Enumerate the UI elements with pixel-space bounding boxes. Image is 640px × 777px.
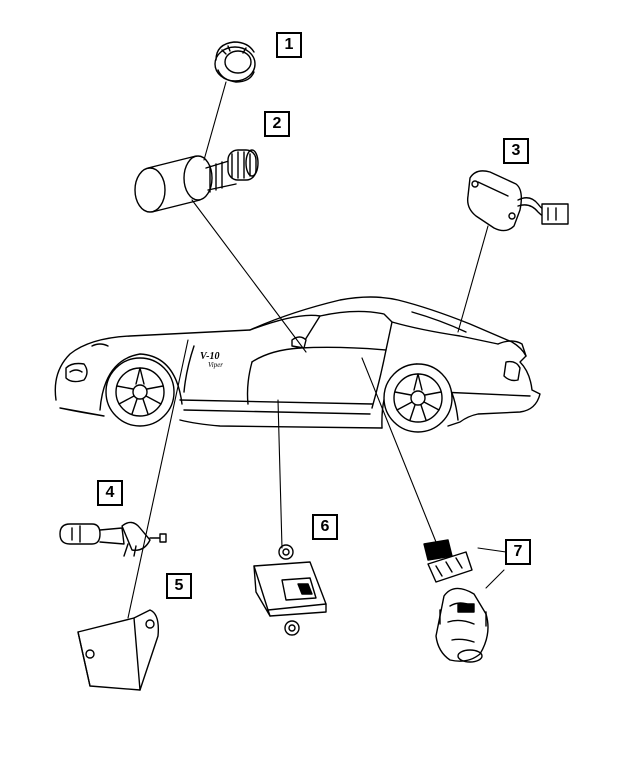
callout-1: 1 [276, 32, 302, 58]
part-2-lock-cylinder [134, 149, 259, 213]
part-1-bezel-ring [214, 41, 256, 83]
part-3-module [466, 170, 569, 232]
callout-5: 5 [166, 573, 192, 599]
part-4-lamp-socket [59, 521, 167, 557]
callout-6: 6 [312, 514, 338, 540]
leader-lines [127, 81, 507, 619]
part-6-switch [253, 544, 327, 636]
car-badge-line1: V-10 [200, 351, 220, 362]
rear-wheel [381, 363, 459, 433]
callout-2: 2 [264, 111, 290, 137]
part-5-bracket [77, 609, 160, 691]
car-body [54, 296, 541, 433]
callout-7: 7 [505, 539, 531, 565]
car-badge: V-10 Viper [200, 352, 246, 370]
callout-4: 4 [97, 480, 123, 506]
callout-3: 3 [503, 138, 529, 164]
front-wheel [99, 353, 183, 427]
part-7-actuator [423, 539, 489, 663]
car-badge-line2: Viper [208, 361, 224, 369]
